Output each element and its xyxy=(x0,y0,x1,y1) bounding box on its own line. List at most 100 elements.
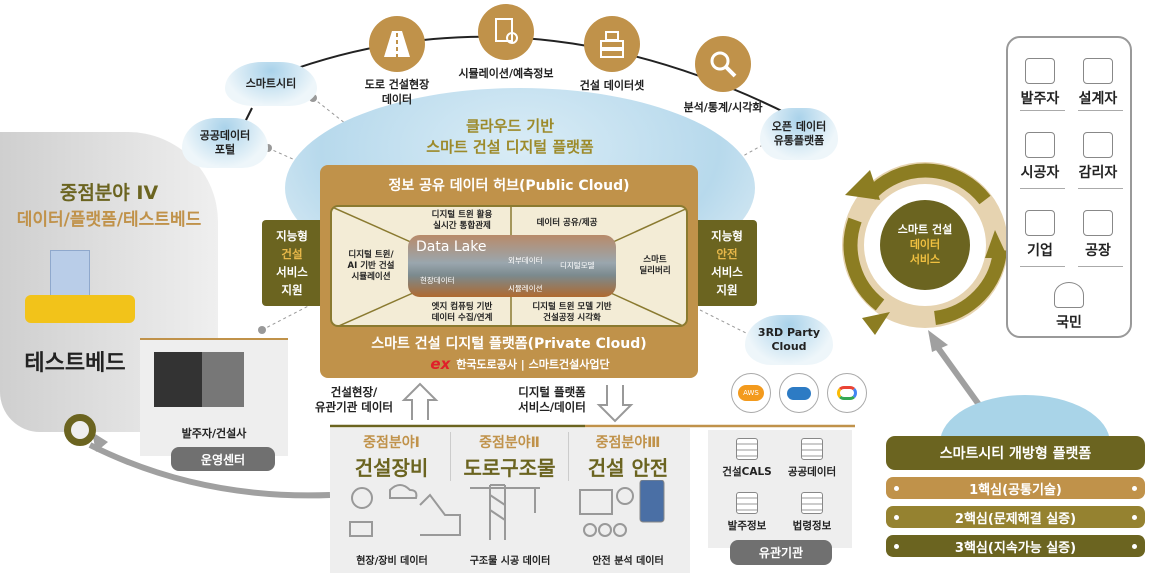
core-1: 1핵심(공통기술) xyxy=(886,477,1145,499)
cloud-smart-city: 스마트시티 xyxy=(225,62,317,106)
focus-title: 건설 안전 xyxy=(587,456,669,480)
cloud-title-line2: 스마트 건설 디지털 플랫폼 xyxy=(426,138,594,156)
ops-center-pill: 운영센터 xyxy=(171,447,275,471)
side-right-line: 서비스 xyxy=(711,265,743,279)
database-icon xyxy=(736,492,758,514)
org-line: ex 한국도로공사 | 스마트건설사업단 xyxy=(390,355,650,373)
stakeholder-client: 발주자 xyxy=(1010,58,1070,108)
testbed-label: 테스트베드 xyxy=(24,351,126,376)
quad-right: 스마트 딜리버리 xyxy=(639,255,671,276)
database-icon xyxy=(801,492,823,514)
testbed-illustration xyxy=(20,240,135,335)
designer-icon xyxy=(1083,58,1113,84)
side-left-line: 서비스 xyxy=(276,265,308,279)
data-lake-image: Data Lake 외부데이터 디지털모델 현장데이터 시뮬레이션 xyxy=(408,235,616,297)
circle-accent: 데이터 xyxy=(909,238,941,251)
stakeholders-panel xyxy=(1006,36,1132,338)
arc-label-road: 도로 건설현장 데이터 xyxy=(364,78,430,106)
lake-tag: 현장데이터 xyxy=(420,276,455,285)
server-icon xyxy=(801,438,823,460)
core-label: 2핵심(문제해결 실증) xyxy=(954,511,1077,527)
focus-title: 건설장비 xyxy=(354,456,429,480)
agency-order-info: 발주정보 xyxy=(712,492,782,533)
aws-label: AWS xyxy=(738,385,764,401)
office-building-icon xyxy=(1025,210,1055,236)
worker-icon xyxy=(1025,132,1055,158)
arc-label-dataset: 건설 데이터셋 xyxy=(579,79,645,92)
focus-number: 중점분야Ⅱ xyxy=(479,435,540,451)
worker-icon xyxy=(616,487,634,505)
side-left-line: 지원 xyxy=(281,283,303,297)
lake-tag: 시뮬레이션 xyxy=(508,284,543,293)
testbed-to-focus-arrow xyxy=(88,442,331,499)
stakeholder-label: 국민 xyxy=(1056,315,1082,331)
focus-caption: 현장/장비 데이터 xyxy=(356,556,428,567)
cloud-title-line1: 클라우드 기반 xyxy=(465,117,555,135)
stakeholder-factory: 공장 xyxy=(1068,210,1128,260)
arc-label-analysis: 분석/통계/시각화 xyxy=(683,101,763,114)
side-left-line: 지능형 xyxy=(276,229,308,243)
circle-line: 스마트 건설 xyxy=(897,223,953,236)
stakeholder-label: 시공자 xyxy=(1020,165,1060,181)
google-cloud-icon xyxy=(827,373,867,413)
up-arrow-icon xyxy=(401,382,439,420)
stakeholder-label: 기업 xyxy=(1027,243,1053,259)
agency-label: 공공데이터 xyxy=(787,466,837,478)
drone-icon xyxy=(351,487,373,509)
cloud-public-data-portal: 공공데이터 포털 xyxy=(182,118,268,168)
public-cloud-title: 정보 공유 데이터 허브(Public Cloud) xyxy=(388,178,630,194)
cloud-title: 클라우드 기반 스마트 건설 디지털 플랫폼 xyxy=(360,116,660,158)
stakeholder-label: 공장 xyxy=(1085,243,1111,259)
road-icon xyxy=(369,16,425,72)
stakeholder-designer: 설계자 xyxy=(1068,58,1128,108)
people-group-icon xyxy=(1054,282,1084,308)
cloud-third-party: 3RD Party Cloud xyxy=(745,315,833,365)
magnifier-icon xyxy=(695,36,751,92)
ops-center-panel: 발주자/건설사 xyxy=(140,338,288,456)
focus-col-safety: 중점분야Ⅲ 건설 안전 xyxy=(569,432,687,481)
aws-icon: AWS xyxy=(731,373,771,413)
ring-icon xyxy=(64,414,96,446)
down-arrow-icon xyxy=(596,385,634,423)
focus-caption: 구조물 시공 데이터 xyxy=(469,556,551,567)
agency-label: 발주정보 xyxy=(727,520,767,532)
focus-caption: 안전 분석 데이터 xyxy=(592,556,664,567)
lake-tag: 외부데이터 xyxy=(508,256,543,265)
focus-number: 중점분야Ⅲ xyxy=(595,435,661,451)
core-label: 1핵심(공통기술) xyxy=(969,482,1062,498)
cloud-rain-icon xyxy=(389,484,418,499)
ops-label: 발주자/건설사 xyxy=(181,427,247,440)
document-search-icon xyxy=(478,4,534,60)
stakeholder-label: 감리자 xyxy=(1078,165,1118,181)
tower-crane-icon xyxy=(470,484,540,540)
stakeholder-label: 발주자 xyxy=(1020,91,1060,107)
stakeholder-citizens: 국민 xyxy=(1039,282,1099,332)
stakeholder-supervisor: 감리자 xyxy=(1068,132,1128,182)
focus-4-title: 중점분야 IV xyxy=(59,182,159,204)
agency-law-info: 법령정보 xyxy=(777,492,847,533)
core-label: 3핵심(지속가능 실증) xyxy=(954,540,1077,556)
ex-logo: ex xyxy=(430,355,451,373)
stakeholder-company: 기업 xyxy=(1010,210,1070,260)
agencies-pill: 유관기관 xyxy=(730,540,832,565)
circle-accent: 서비스 xyxy=(909,253,941,266)
org-name: 한국도로공사 | 스마트건설사업단 xyxy=(456,358,610,371)
quad-top-right: 데이터 공유/제공 xyxy=(536,218,598,228)
agency-cals: 건설CALS xyxy=(712,438,782,479)
private-cloud-title: 스마트 건설 디지털 플랫폼(Private Cloud) xyxy=(371,336,647,352)
quad-bottom-right: 디지털 트윈 모델 기반 건설공정 시각화 xyxy=(532,302,612,323)
smart-city-platform-title: 스마트시티 개방형 플랫폼 xyxy=(886,436,1145,470)
inspector-icon xyxy=(1083,132,1113,158)
flow-down-label: 디지털 플랫폼 서비스/데이터 xyxy=(518,385,586,414)
data-lake-title: Data Lake xyxy=(416,239,487,255)
database-folder-icon xyxy=(584,16,640,72)
stakeholder-label: 설계자 xyxy=(1078,91,1118,107)
quad-bottom-left: 엣지 컴퓨팅 기반 데이터 수집/연계 xyxy=(431,302,493,323)
side-left-accent: 건설 xyxy=(281,247,303,261)
agency-label: 법령정보 xyxy=(792,520,832,532)
